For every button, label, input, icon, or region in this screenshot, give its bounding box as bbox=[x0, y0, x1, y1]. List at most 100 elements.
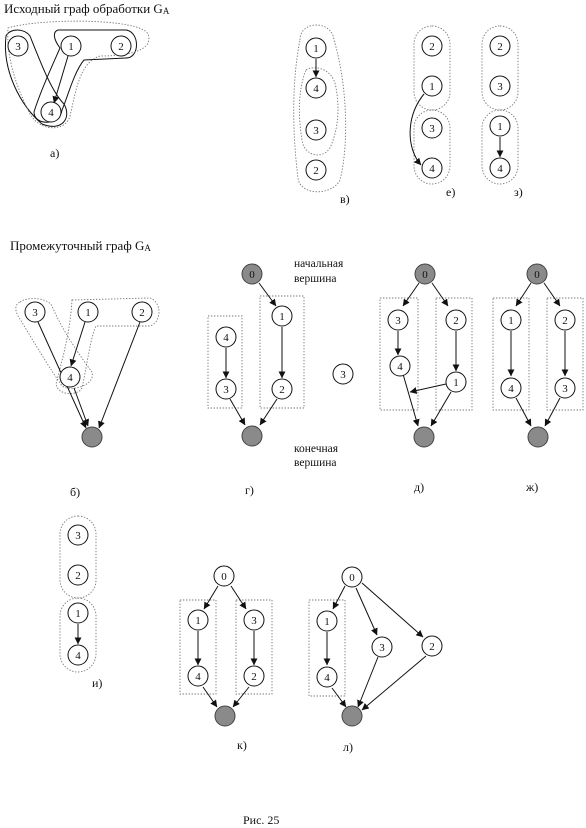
panel-g-node-2 bbox=[271, 378, 293, 400]
figure-caption: Рис. 25 bbox=[243, 813, 279, 827]
panel-zh-node-3 bbox=[554, 377, 576, 399]
panel-d-node-3 bbox=[387, 309, 409, 331]
panel-g-node-2-label: 2 bbox=[279, 384, 285, 396]
panel-i-node-2 bbox=[67, 564, 89, 586]
panel-v-node-1-label: 1 bbox=[313, 43, 319, 55]
panel-d-group-right bbox=[435, 297, 473, 411]
panel-a-group-dotted bbox=[7, 20, 150, 129]
panel-g-node-0-label: 0 bbox=[249, 269, 255, 281]
panel-zh-node-1-label: 1 bbox=[508, 315, 514, 327]
panel-z: 2 3 1 4 з) bbox=[481, 25, 523, 199]
panel-b-node-1-label: 1 bbox=[85, 307, 91, 319]
panel-v-group-inner bbox=[298, 67, 339, 156]
panel-b-node-2-label: 2 bbox=[139, 307, 145, 319]
panel-z-group-top bbox=[481, 25, 519, 111]
panel-i-node-4 bbox=[67, 644, 89, 666]
panel-l-node-3-label: 3 bbox=[379, 642, 385, 654]
panel-a-node-1 bbox=[60, 35, 82, 57]
panel-e-group-top bbox=[413, 25, 451, 111]
panel-k-node-end bbox=[214, 705, 236, 727]
panel-i-node-1 bbox=[67, 602, 89, 624]
panel-g-label: г) bbox=[245, 483, 254, 497]
panel-g: 0 4 1 3 2 3 начальная вершина конечная в… bbox=[207, 258, 354, 497]
panel-a-label: а) bbox=[50, 146, 59, 160]
panel-d-group-left bbox=[379, 297, 419, 411]
panel-zh-node-0-label: 0 bbox=[534, 269, 540, 281]
panel-v-label: в) bbox=[340, 192, 350, 206]
panel-z-node-4-label: 4 bbox=[497, 163, 503, 175]
panel-b-node-4 bbox=[59, 366, 81, 388]
panel-e-node-1-label: 1 bbox=[429, 81, 435, 93]
panel-k-label: к) bbox=[237, 738, 247, 752]
panel-l-node-2 bbox=[421, 635, 443, 657]
panel-v-node-3 bbox=[305, 119, 327, 141]
panel-l-edge-0-1 bbox=[332, 585, 346, 610]
panel-b-node-3 bbox=[24, 301, 46, 323]
panel-k-node-4-label: 4 bbox=[195, 671, 201, 683]
panel-zh: 0 1 2 4 3 ж) bbox=[492, 263, 584, 494]
panel-zh-node-4 bbox=[500, 377, 522, 399]
panel-e-node-2-label: 2 bbox=[429, 41, 435, 53]
panel-g-edge-3-end bbox=[229, 398, 246, 426]
panel-zh-edge-0-1 bbox=[515, 282, 532, 307]
panel-i-label: и) bbox=[92, 676, 102, 690]
panel-g-node-end bbox=[241, 425, 263, 447]
panel-l-node-4 bbox=[316, 666, 338, 688]
intermediate-graph-title: Промежуточный граф GA bbox=[10, 238, 151, 253]
end-vertex-annotation-line2: вершина bbox=[294, 457, 337, 469]
panel-k-edge-0-3 bbox=[230, 585, 247, 610]
panel-l-node-1 bbox=[316, 610, 338, 632]
panel-d-node-0-label: 0 bbox=[422, 269, 428, 281]
panel-d-edge-1-4 bbox=[409, 383, 447, 394]
panel-l-edge-2-end bbox=[361, 655, 427, 711]
panel-g-node-3 bbox=[215, 378, 237, 400]
panel-l-group-left bbox=[308, 599, 346, 697]
panel-g-edge-0-1 bbox=[258, 282, 277, 307]
panel-b-label: б) bbox=[70, 485, 80, 499]
panel-e: 2 1 3 4 е) bbox=[409, 25, 455, 199]
panel-v-group-outer bbox=[293, 24, 347, 193]
panel-i-node-3 bbox=[67, 524, 89, 546]
panel-b-group-right bbox=[55, 297, 160, 394]
panel-g-edge-2-end bbox=[259, 398, 278, 426]
panel-z-node-1-label: 1 bbox=[497, 121, 503, 133]
panel-b-node-4-label: 4 bbox=[67, 372, 73, 384]
panel-k-node-2-label: 2 bbox=[251, 671, 257, 683]
panel-d-node-2-label: 2 bbox=[453, 315, 459, 327]
panel-l: 0 1 3 2 4 л) bbox=[308, 566, 443, 754]
panel-v-node-2-label: 2 bbox=[313, 165, 319, 177]
panel-k-group-right bbox=[235, 599, 273, 695]
panel-v-node-3-label: 3 bbox=[313, 125, 319, 137]
panel-b-edge-2-end bbox=[98, 321, 141, 429]
panel-g-node-1-label: 1 bbox=[279, 311, 285, 323]
panel-e-node-1 bbox=[421, 75, 443, 97]
panel-d-node-0 bbox=[414, 263, 436, 285]
panel-e-node-2 bbox=[421, 35, 443, 57]
panel-e-node-3-label: 3 bbox=[429, 123, 435, 135]
panel-zh-node-3-label: 3 bbox=[562, 383, 568, 395]
panel-d: 0 3 2 1 4 д) bbox=[379, 263, 473, 494]
source-graph-title: Исходный граф обработки GA bbox=[4, 1, 170, 16]
panel-b-edge-1-4 bbox=[69, 321, 86, 367]
panel-a-node-1-label: 1 bbox=[68, 41, 74, 53]
panel-zh-node-2 bbox=[554, 309, 576, 331]
panel-a-node-2-label: 2 bbox=[118, 41, 124, 53]
panel-l-edge-4-end bbox=[331, 687, 347, 708]
panel-g-node-0 bbox=[241, 263, 263, 285]
panel-l-edge-0-3 bbox=[355, 587, 378, 636]
panel-l-label: л) bbox=[343, 740, 353, 754]
start-vertex-annotation-line2: вершина bbox=[294, 273, 337, 285]
panel-g-node-isolated-3-label: 3 bbox=[340, 369, 346, 381]
panel-k-node-0-label: 0 bbox=[221, 571, 227, 583]
panel-b-node-3-label: 3 bbox=[32, 307, 38, 319]
panel-l-node-end bbox=[341, 705, 363, 727]
panel-i-node-2-label: 2 bbox=[75, 570, 81, 582]
panel-i-group-bottom bbox=[59, 597, 97, 673]
panel-zh-group-right bbox=[546, 297, 584, 411]
panel-b-node-end bbox=[81, 426, 103, 448]
panel-k-node-3 bbox=[243, 609, 265, 631]
panel-d-node-1 bbox=[445, 371, 467, 393]
panel-v-node-4 bbox=[305, 77, 327, 99]
panel-g-node-1 bbox=[271, 305, 293, 327]
panel-l-node-3 bbox=[371, 636, 393, 658]
